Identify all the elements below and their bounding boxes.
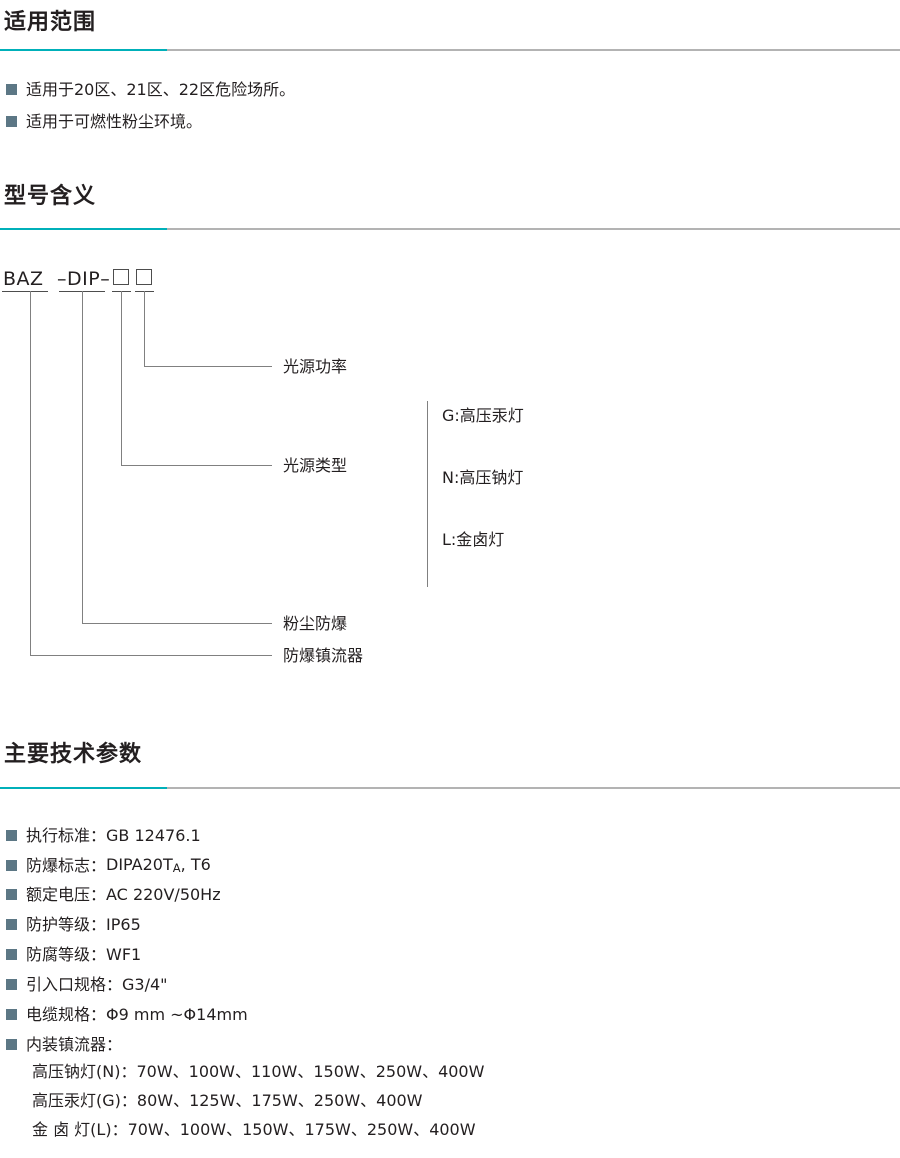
leader-vline-power <box>144 291 146 367</box>
spec-item: 防爆标志： DIPA20TA, T6 <box>6 856 211 875</box>
leader-label-ballast: 防爆镇流器 <box>283 646 364 665</box>
list-item: 适用于可燃性粉尘环境。 <box>6 113 202 131</box>
rule-accent <box>0 49 167 51</box>
leader-hline-source-type <box>121 465 272 467</box>
leader-hline-dust-proof <box>82 623 272 625</box>
spec-label: 防爆标志： <box>26 855 107 875</box>
leader-vline-dust-proof <box>82 291 84 624</box>
leader-label-dust-proof: 粉尘防爆 <box>283 614 348 633</box>
spec-value-post: , T6 <box>180 855 211 874</box>
leader-hline-power <box>144 366 272 368</box>
spec-item: 防护等级： IP65 <box>6 916 141 934</box>
bullet-square-icon <box>6 949 17 961</box>
ballast-line-mercury: 高压汞灯(G)：80W、125W、175W、250W、400W <box>32 1091 423 1110</box>
spec-label: 内装镇流器： <box>26 1035 123 1054</box>
spec-value: AC 220V/50Hz <box>106 885 221 904</box>
ballast-line-sodium: 高压钠灯(N)：70W、100W、110W、150W、250W、400W <box>32 1062 485 1081</box>
spec-item: 执行标准： GB 12476.1 <box>6 827 201 845</box>
spec-value: IP65 <box>106 915 141 934</box>
model-code-box-2 <box>136 269 152 285</box>
bullet-square-icon <box>6 1039 17 1051</box>
leader-label-source-type: 光源类型 <box>283 456 348 475</box>
spec-label: 电缆规格： <box>26 1005 107 1024</box>
spec-item: 防腐等级： WF1 <box>6 946 141 964</box>
spec-value-pre: DIPA20T <box>106 855 173 874</box>
option-bracket-bar <box>427 401 429 587</box>
leader-vline-source-type <box>121 291 123 466</box>
spec-item: 内装镇流器： <box>6 1036 122 1054</box>
spec-label: 防护等级： <box>26 915 107 934</box>
section-title-model: 型号含义 <box>4 184 97 209</box>
spec-item: 额定电压： AC 220V/50Hz <box>6 886 221 904</box>
bullet-square-icon <box>6 830 17 842</box>
bullet-square-icon <box>6 979 17 991</box>
bullet-square-icon <box>6 889 17 901</box>
spec-label: 防腐等级： <box>26 945 107 964</box>
leader-hline-ballast <box>30 655 272 657</box>
spec-value: DIPA20TA, T6 <box>106 856 211 875</box>
spec-value: Φ9 mm ~Φ14mm <box>106 1005 248 1024</box>
spec-label: 额定电压： <box>26 885 107 904</box>
list-item-label: 适用于20区、21区、22区危险场所。 <box>26 80 296 99</box>
model-code-part1: BAZ <box>3 268 44 290</box>
spec-label: 引入口规格： <box>26 975 123 994</box>
spec-value-subscript: A <box>172 861 181 876</box>
spec-label: 执行标准： <box>26 826 107 845</box>
model-code-part2: –DIP– <box>57 268 111 290</box>
section-title-specs: 主要技术参数 <box>4 742 143 767</box>
spec-value: G3/4" <box>122 975 168 994</box>
code-underline-1 <box>2 291 48 293</box>
section-title-scope: 适用范围 <box>4 10 97 35</box>
bullet-square-icon <box>6 84 17 96</box>
spec-value: GB 12476.1 <box>106 826 201 845</box>
spec-item: 引入口规格： G3/4" <box>6 976 168 994</box>
bullet-square-icon <box>6 859 17 871</box>
list-item: 适用于20区、21区、22区危险场所。 <box>6 81 295 99</box>
rule-accent <box>0 228 167 230</box>
list-item-label: 适用于可燃性粉尘环境。 <box>26 112 203 131</box>
spec-value: WF1 <box>106 945 142 964</box>
bullet-square-icon <box>6 116 17 128</box>
option-label-l: L:金卤灯 <box>442 530 505 549</box>
leader-label-power: 光源功率 <box>283 357 348 376</box>
bullet-square-icon <box>6 919 17 931</box>
ballast-line-metal-halide: 金 卤 灯(L)：70W、100W、150W、175W、250W、400W <box>32 1120 476 1139</box>
option-label-n: N:高压钠灯 <box>442 468 524 487</box>
leader-vline-ballast <box>30 291 32 656</box>
bullet-square-icon <box>6 1009 17 1021</box>
spec-item: 电缆规格： Φ9 mm ~Φ14mm <box>6 1006 248 1024</box>
model-code-box-1 <box>113 269 129 285</box>
option-label-g: G:高压汞灯 <box>442 406 524 425</box>
section-rule-model <box>0 228 900 230</box>
section-rule-scope <box>0 49 900 51</box>
rule-accent <box>0 787 167 789</box>
section-rule-specs <box>0 787 900 789</box>
